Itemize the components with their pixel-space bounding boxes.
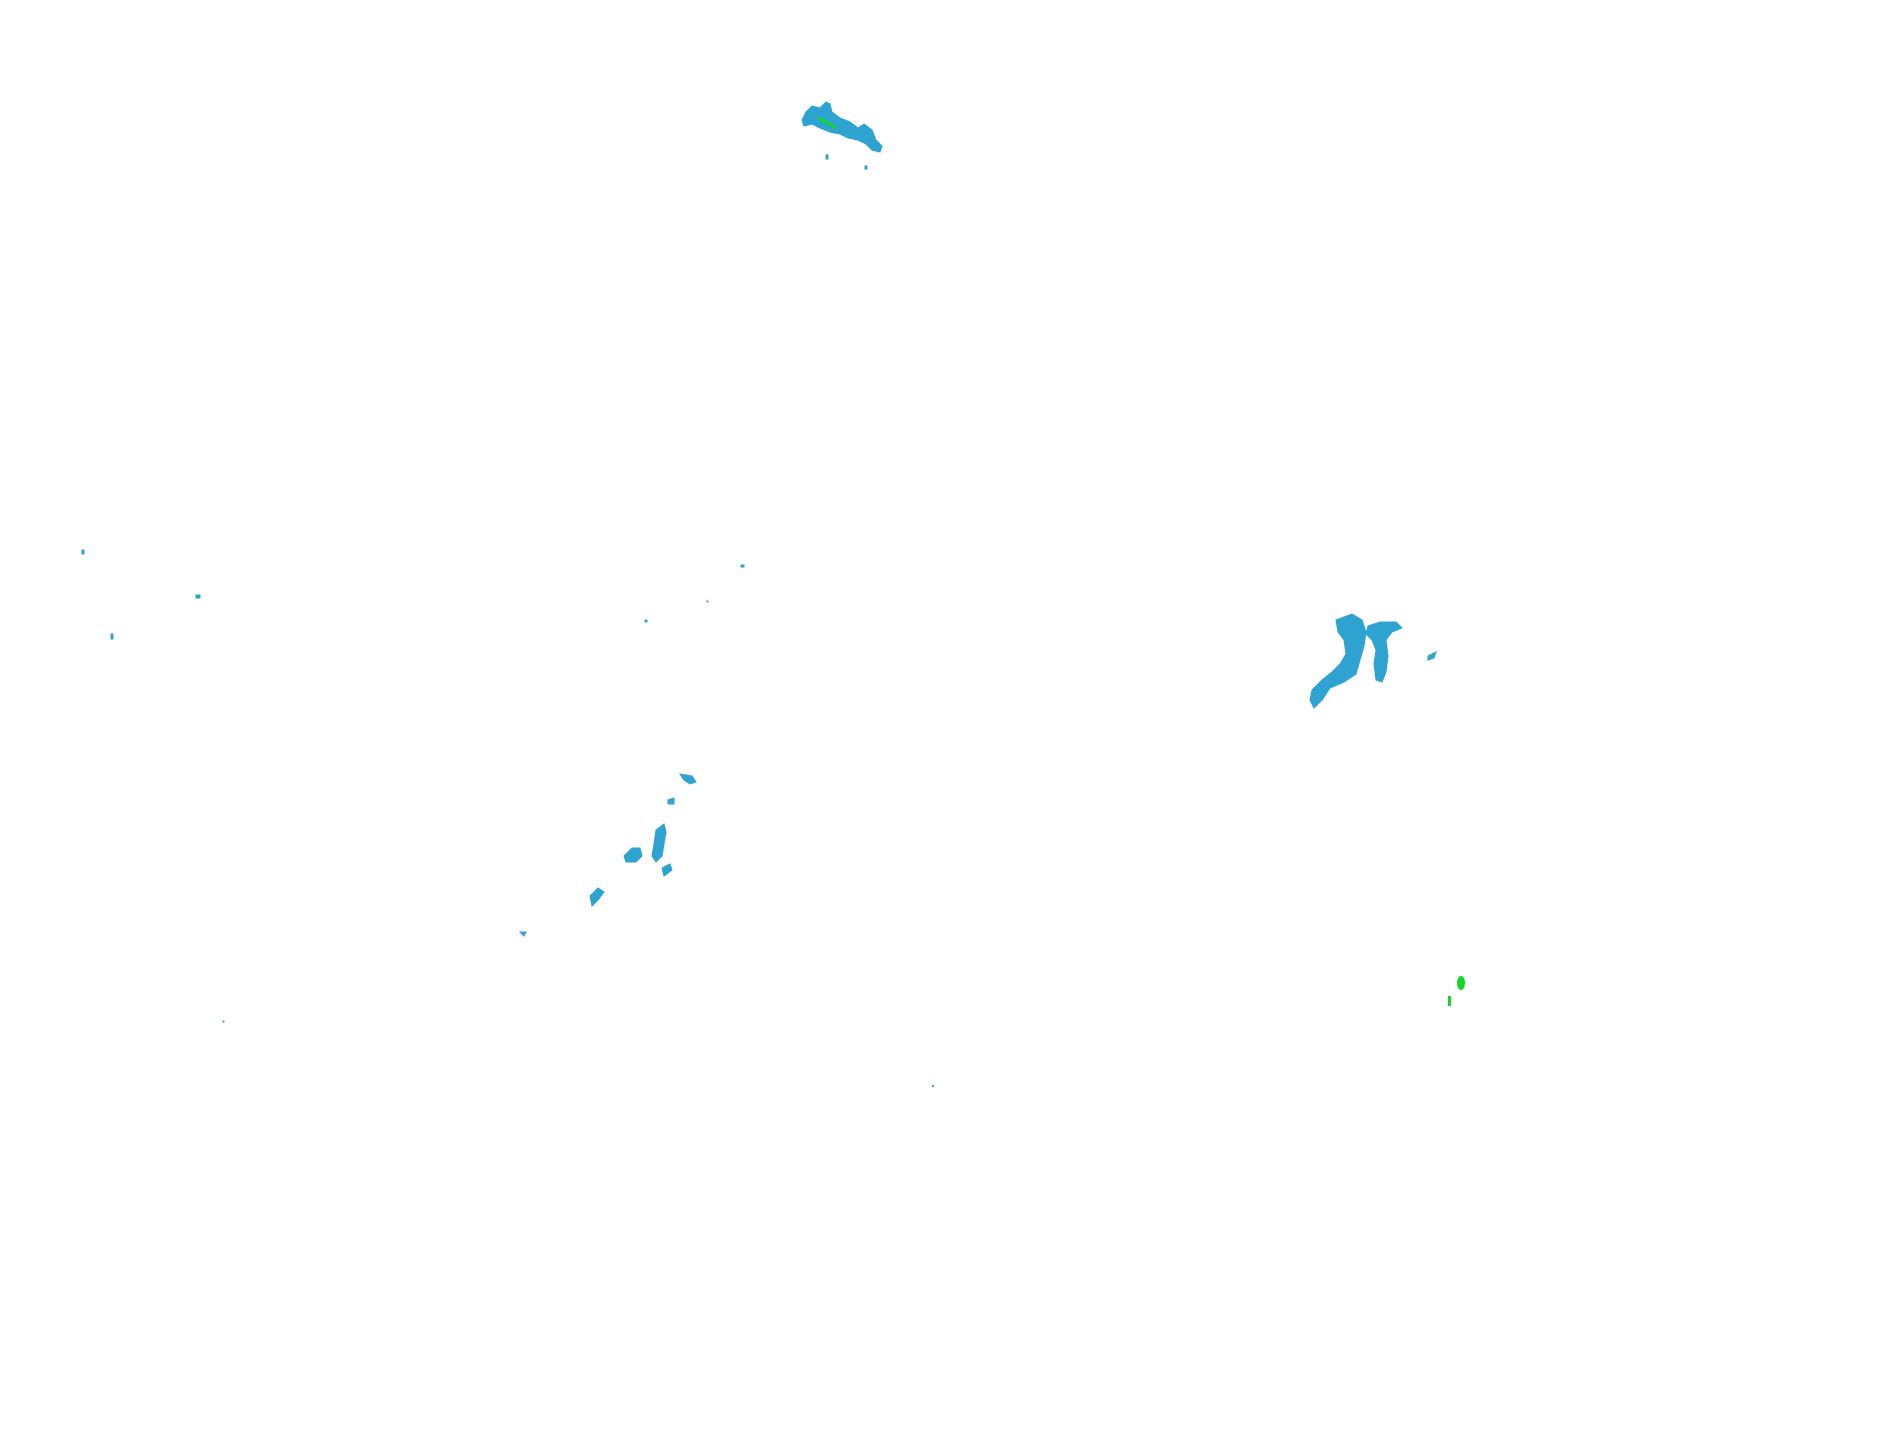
precipitation-cell-north [801,101,883,170]
precipitation-cell-east [1309,613,1437,709]
precipitation-specks [81,549,745,1023]
precipitation-cells-southwest [518,773,697,937]
precipitation-cell-southeast [932,976,1465,1087]
precipitation-core-north [817,116,837,130]
